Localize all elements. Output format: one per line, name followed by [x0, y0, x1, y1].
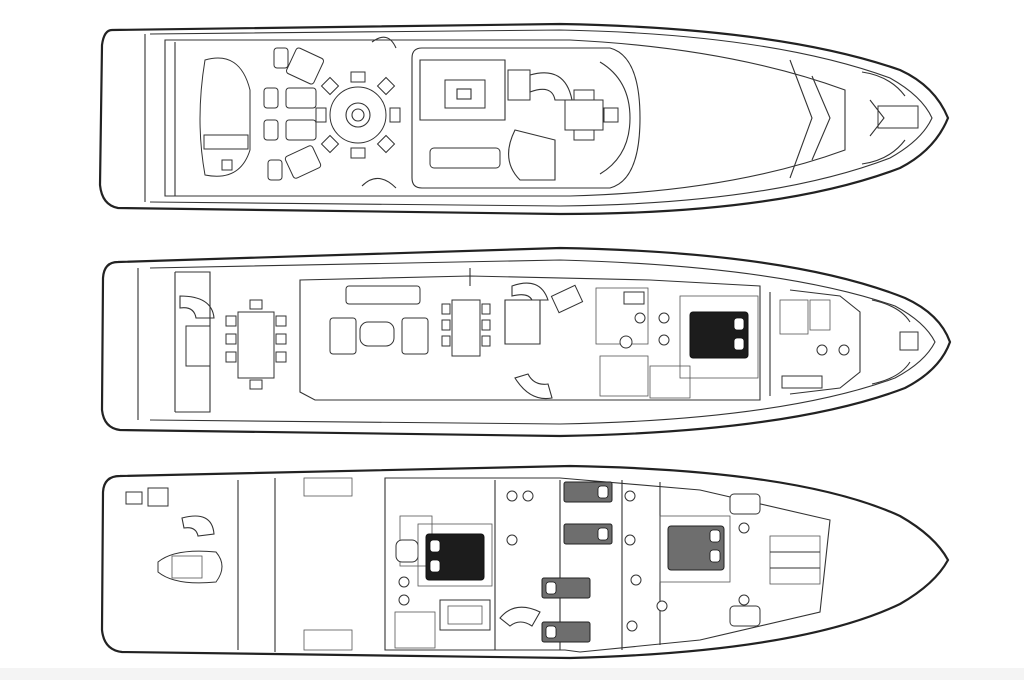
spiral-stair-middle-aft [514, 373, 553, 400]
bottom-strip [0, 668, 1024, 680]
aft-stair-lower [181, 515, 215, 537]
helm-station [564, 89, 619, 141]
vip-bed-lower [667, 525, 725, 571]
master-cabin-lower [417, 523, 493, 587]
master-bed-lower [425, 533, 485, 581]
sun-loungers [263, 47, 325, 181]
salon-dining-table [441, 299, 491, 357]
salon-sofa [345, 285, 421, 305]
hull-inner-line-top [149, 29, 933, 207]
bow-windlass-top [877, 105, 919, 129]
guest-bed-2 [563, 523, 613, 545]
tender-boat [199, 57, 251, 177]
lower-accommodation-walls [384, 477, 831, 653]
spiral-stair-lower [499, 606, 541, 627]
sky-lounge-walls [411, 47, 641, 189]
aft-dining-table [225, 299, 287, 390]
round-dining-table-top [315, 71, 401, 159]
spiral-stair-top [529, 72, 573, 101]
guest-bed-3 [541, 577, 591, 599]
hull-outline-middle [100, 246, 952, 438]
master-bed-middle [689, 311, 749, 359]
hull-inner-line-middle [149, 259, 936, 425]
tender-lower [157, 550, 223, 584]
deck-lower [100, 464, 950, 660]
deck-top [98, 22, 950, 216]
deck-middle [100, 246, 952, 438]
aft-stair-middle [179, 295, 215, 319]
guest-bed-4 [541, 621, 591, 643]
bow-windlass-middle [899, 331, 919, 351]
hull-rail-top [164, 39, 846, 197]
master-cabin-middle [679, 295, 759, 379]
salon-walls [299, 275, 761, 401]
vip-cabin-lower [659, 515, 731, 583]
spiral-stair-middle-forward [511, 282, 549, 301]
coffee-table-top [444, 79, 486, 109]
guest-bed-1 [563, 481, 613, 503]
